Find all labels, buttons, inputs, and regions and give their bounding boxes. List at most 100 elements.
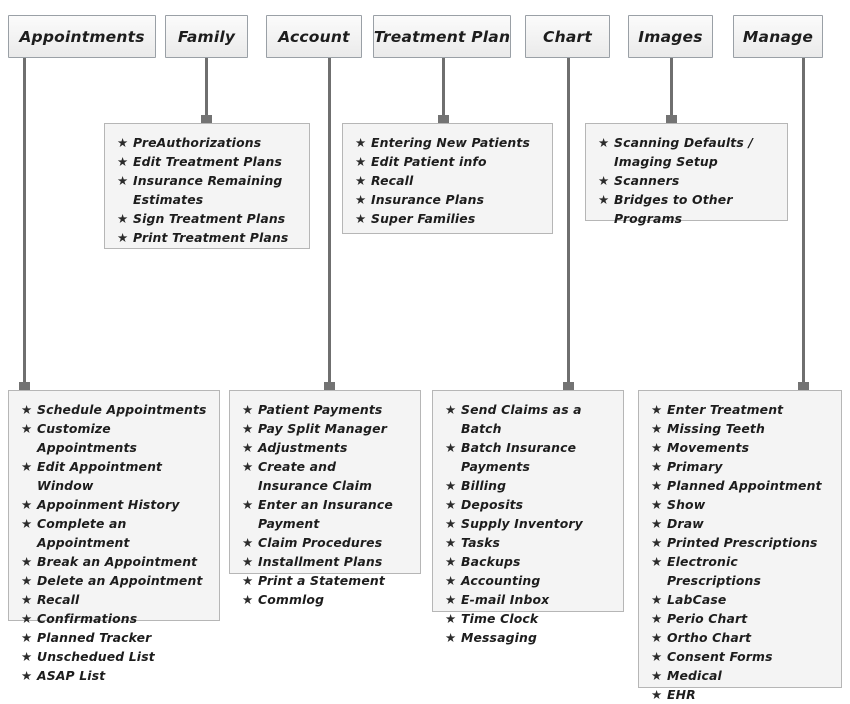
star-bullet-icon: ★ — [651, 687, 663, 702]
list-item[interactable]: ★Edit Patient info — [355, 152, 542, 171]
list-item[interactable]: ★Perio Chart — [651, 609, 831, 628]
list-item[interactable]: ★Super Families — [355, 209, 542, 228]
list-item[interactable]: ★Print Treatment Plans — [117, 228, 299, 247]
node-treatment-plan[interactable]: Treatment Plan — [373, 15, 511, 58]
list-item[interactable]: ★Customize Appointments — [21, 419, 209, 457]
list-item[interactable]: ★Print a Statement — [242, 571, 410, 590]
list-item[interactable]: ★Primary — [651, 457, 831, 476]
list-item-label: Confirmations — [37, 611, 138, 626]
list-item[interactable]: ★Break an Appointment — [21, 552, 209, 571]
star-bullet-icon: ★ — [445, 440, 457, 455]
list-item[interactable]: ★Pay Split Manager — [242, 419, 410, 438]
list-item[interactable]: ★Backups — [445, 552, 613, 571]
list-item[interactable]: ★EHR — [651, 685, 831, 704]
connector-cap-images — [666, 115, 677, 126]
list-item[interactable]: ★Billing — [445, 476, 613, 495]
list-item-label: E-mail Inbox — [461, 592, 550, 607]
star-bullet-icon: ★ — [651, 402, 663, 417]
list-item[interactable]: ★Edit Appointment Window — [21, 457, 209, 495]
list-item-label: Print Treatment Plans — [133, 230, 289, 245]
list-item[interactable]: ★PreAuthorizations — [117, 133, 299, 152]
star-bullet-icon: ★ — [242, 440, 254, 455]
list-item[interactable]: ★Claim Procedures — [242, 533, 410, 552]
list-item[interactable]: ★Recall — [21, 590, 209, 609]
list-item[interactable]: ★Consent Forms — [651, 647, 831, 666]
list-item-label: Break an Appointment — [37, 554, 198, 569]
list-item[interactable]: ★Time Clock — [445, 609, 613, 628]
star-bullet-icon: ★ — [21, 649, 33, 664]
list-item[interactable]: ★Commlog — [242, 590, 410, 609]
node-images[interactable]: Images — [628, 15, 713, 58]
list-item[interactable]: ★Messaging — [445, 628, 613, 647]
list-item[interactable]: ★Bridges to Other Programs — [598, 190, 777, 228]
star-bullet-icon: ★ — [445, 573, 457, 588]
list-item[interactable]: ★Planned Appointment — [651, 476, 831, 495]
list-item-label: Planned Tracker — [37, 630, 152, 645]
list-item[interactable]: ★Schedule Appointments — [21, 400, 209, 419]
list-item[interactable]: ★Edit Treatment Plans — [117, 152, 299, 171]
list-item[interactable]: ★Ortho Chart — [651, 628, 831, 647]
list-item[interactable]: ★Confirmations — [21, 609, 209, 628]
list-item[interactable]: ★Missing Teeth — [651, 419, 831, 438]
list-item[interactable]: ★Installment Plans — [242, 552, 410, 571]
list-item[interactable]: ★Printed Prescriptions — [651, 533, 831, 552]
list-item-label: Scanning Defaults / Imaging Setup — [614, 135, 754, 169]
list-item[interactable]: ★Enter an Insurance Payment — [242, 495, 410, 533]
star-bullet-icon: ★ — [242, 554, 254, 569]
list-item[interactable]: ★Draw — [651, 514, 831, 533]
list-item[interactable]: ★Send Claims as a Batch — [445, 400, 613, 438]
list-item[interactable]: ★Scanning Defaults / Imaging Setup — [598, 133, 777, 171]
panel-appointments: ★Schedule Appointments★Customize Appoint… — [8, 390, 220, 683]
list-item[interactable]: ★Show — [651, 495, 831, 514]
list-item[interactable]: ★Appoinment History — [21, 495, 209, 514]
star-bullet-icon: ★ — [651, 592, 663, 607]
list-item[interactable]: ★ Accounting — [445, 571, 613, 590]
list-item[interactable]: ★Deposits — [445, 495, 613, 514]
list-item[interactable]: ★ Planned Tracker — [21, 628, 209, 647]
list-item[interactable]: ★Electronic Prescriptions — [651, 552, 831, 590]
list-item[interactable]: ★ASAP List — [21, 666, 209, 685]
list-item-label: Batch Insurance Payments — [461, 440, 577, 474]
list-item[interactable]: ★E-mail Inbox — [445, 590, 613, 609]
list-item[interactable]: ★Sign Treatment Plans — [117, 209, 299, 228]
node-account[interactable]: Account — [266, 15, 362, 58]
connector-cap-family — [201, 115, 212, 126]
list-item[interactable]: ★ LabCase — [651, 590, 831, 609]
list-item[interactable]: ★Enter Treatment — [651, 400, 831, 419]
panel-chart: ★Send Claims as a Batch ★ Batch Insurance … — [432, 390, 624, 645]
list-item[interactable]: ★Unschedued List — [21, 647, 209, 666]
list-item[interactable]: ★Insurance Remaining Estimates — [117, 171, 299, 209]
list-item[interactable]: ★ Batch Insurance Payments — [445, 438, 613, 476]
list-item-label: Accounting — [461, 573, 541, 588]
list-item[interactable]: ★Create and Insurance Claim — [242, 457, 410, 495]
node-appointments[interactable]: Appointments — [8, 15, 156, 58]
list-item-label: Enter an Insurance Payment — [258, 497, 393, 531]
panel-images: ★Scanning Defaults / Imaging Setup★Scann… — [585, 123, 788, 226]
panel-family: ★PreAuthorizations★Edit Treatment Plans★… — [104, 123, 310, 249]
star-bullet-icon: ★ — [117, 154, 129, 169]
list-item[interactable]: ★Movements — [651, 438, 831, 457]
node-family[interactable]: Family — [165, 15, 248, 58]
list-item-label: Consent Forms — [667, 649, 773, 664]
star-bullet-icon: ★ — [21, 630, 33, 645]
list-item-label: LabCase — [667, 592, 727, 607]
list-item[interactable]: ★Entering New Patients — [355, 133, 542, 152]
list-item[interactable]: ★Tasks — [445, 533, 613, 552]
star-bullet-icon: ★ — [651, 611, 663, 626]
list-item[interactable]: ★Adjustments — [242, 438, 410, 457]
list-item[interactable]: ★Patient Payments — [242, 400, 410, 419]
panel-account: ★Patient Payments★Pay Split Manager★Adju… — [229, 390, 421, 607]
list-item[interactable]: ★Scanners — [598, 171, 777, 190]
list-item[interactable]: ★Supply Inventory — [445, 514, 613, 533]
node-manage[interactable]: Manage — [733, 15, 823, 58]
list-item[interactable]: ★Delete an Appointment — [21, 571, 209, 590]
node-chart[interactable]: Chart — [525, 15, 610, 58]
panel-manage-list: ★Enter Treatment★Missing Teeth★Movements… — [651, 400, 831, 704]
list-item[interactable]: ★Medical — [651, 666, 831, 685]
list-item[interactable]: ★Insurance Plans — [355, 190, 542, 209]
star-bullet-icon: ★ — [21, 497, 33, 512]
list-item-label: Supply Inventory — [461, 516, 583, 531]
list-item[interactable]: ★Recall — [355, 171, 542, 190]
list-item[interactable]: ★Complete an Appointment — [21, 514, 209, 552]
star-bullet-icon: ★ — [21, 516, 33, 531]
